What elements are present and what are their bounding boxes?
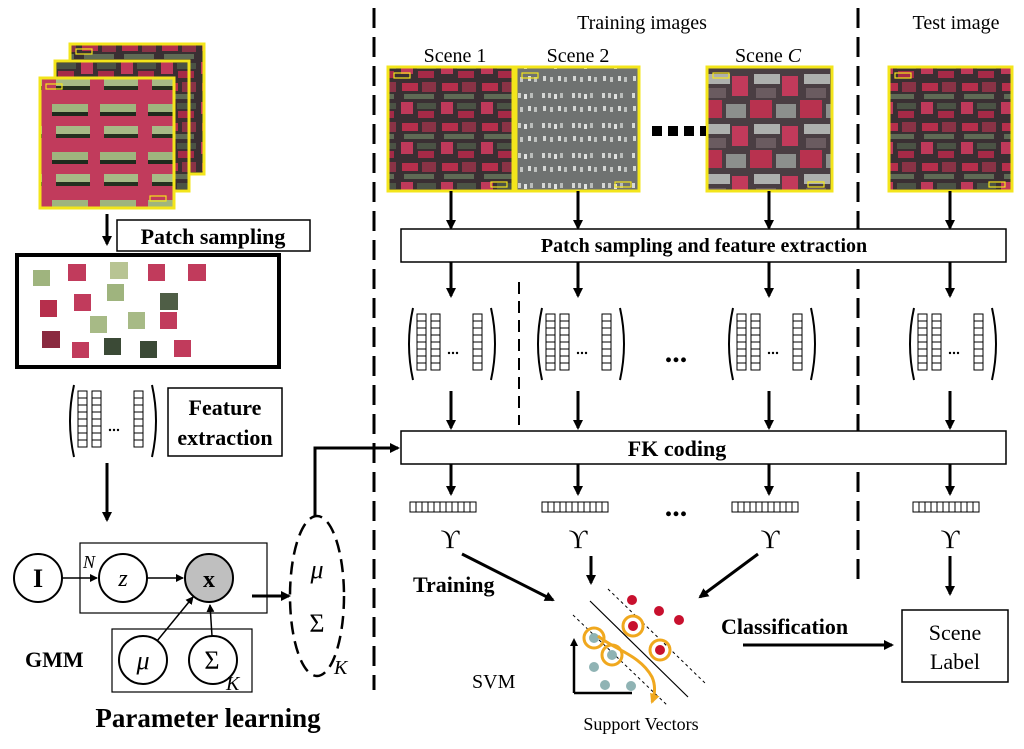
test-image-heading: Test image [913, 12, 1000, 34]
fisher-vector-scene1 [409, 501, 477, 513]
training-images-heading: Training images [577, 12, 707, 34]
fk-symbol-1: ϒ [441, 525, 461, 554]
gmm-plate-n: N [82, 552, 96, 572]
feature-matrix-scenec [728, 307, 816, 381]
params-mu: μ [309, 555, 323, 584]
gmm-label: GMM [25, 647, 84, 672]
scene-label-box [901, 609, 1009, 683]
params-k: K [333, 657, 349, 679]
vector-ellipsis: ... [665, 490, 688, 523]
params-ellipse [288, 514, 346, 678]
feature-extraction-box [167, 387, 283, 457]
scene-2-image [514, 65, 641, 193]
gmm-node-x: x [203, 567, 215, 593]
scene-1-image [386, 65, 515, 193]
fk-coding-label: FK coding [628, 436, 726, 461]
input-image-stack [38, 42, 206, 210]
fk-symbol-test: ϒ [941, 525, 961, 554]
scene-ellipsis [652, 126, 706, 136]
gmm-node-i: I [33, 564, 43, 593]
gmm-node-mu: μ [135, 646, 149, 675]
patch-feature-label: Patch sampling and feature extraction [541, 235, 867, 257]
test-image [887, 65, 1014, 193]
gmm-graphical-model [13, 542, 268, 693]
feature-extraction-label-1: Feature [189, 395, 262, 420]
patch-feature-box [400, 228, 1007, 263]
sampled-patches [15, 253, 281, 369]
scene-c-image [705, 65, 834, 193]
scene-label-text-1: Scene [929, 620, 982, 645]
support-vectors-label: Support Vectors [583, 714, 698, 734]
svm-label: SVM [472, 671, 516, 693]
parameter-learning-label: Parameter learning [95, 703, 321, 733]
patch-sampling-label: Patch sampling [141, 224, 286, 249]
arrow-training-1 [461, 552, 555, 602]
patch-sampling-box [116, 219, 311, 252]
scene-1-label: Scene 1 [424, 45, 487, 67]
matrix-ellipsis: ... [665, 336, 688, 369]
fk-coding-box [400, 430, 1007, 465]
svm-illustration [570, 588, 706, 707]
gmm-node-sigma: Σ [204, 646, 219, 675]
arrow-params-to-fk [313, 443, 400, 516]
scene-2-label: Scene 2 [547, 45, 610, 67]
arrow-training-c [698, 552, 759, 599]
feature-matrix-test [909, 307, 997, 381]
gmm-plate-k: K [225, 673, 241, 695]
fisher-vector-scene2 [541, 501, 609, 513]
feature-matrix-scene1 [408, 307, 496, 381]
feature-matrix-scene2 [537, 307, 625, 381]
feature-extraction-label-2: extraction [177, 425, 272, 450]
classification-label: Classification [721, 614, 848, 639]
gmm-node-z: z [117, 566, 128, 592]
scene-label-text-2: Label [930, 649, 980, 674]
fisher-vector-scenec [731, 501, 799, 513]
fk-symbol-2: ϒ [569, 525, 589, 554]
fk-symbol-c: ϒ [761, 525, 781, 554]
fisher-vector-test [912, 501, 980, 513]
params-sigma: Σ [309, 609, 324, 638]
scene-c-label: Scene C [735, 45, 802, 67]
left-feature-matrix [69, 384, 157, 458]
training-label: Training [413, 572, 495, 597]
